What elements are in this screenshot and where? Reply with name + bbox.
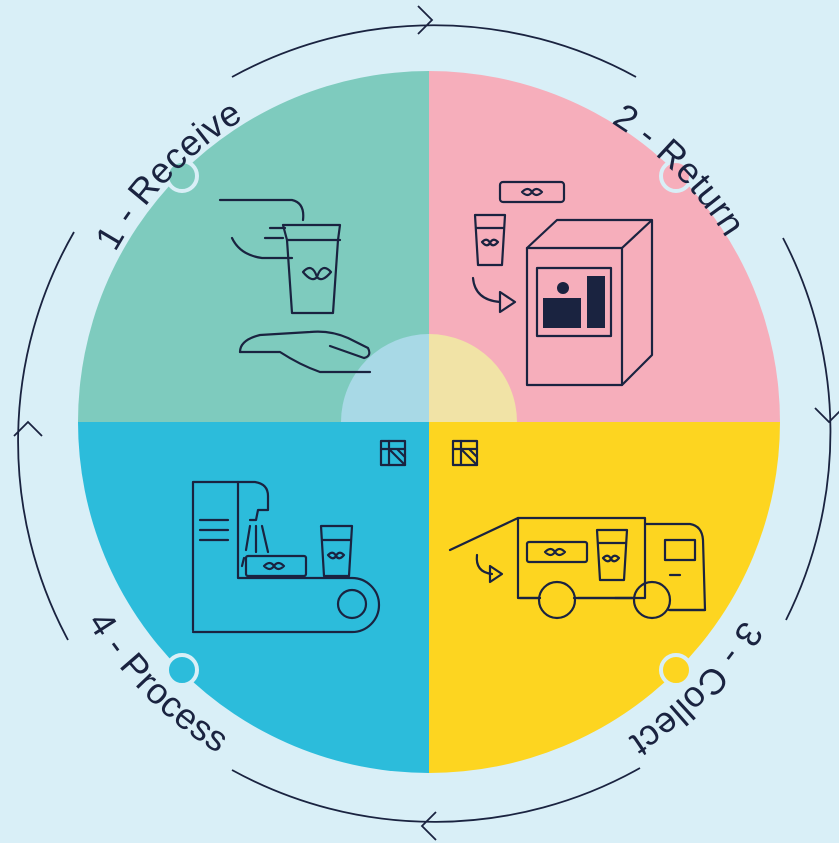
washing-conveyor-icon [191,480,381,634]
hub-left [341,334,429,422]
brand-logo-icon [451,439,479,467]
arrow-down-icon [814,407,839,424]
hand-receiving-cup-icon [218,198,372,374]
cycle-ring-top [231,24,637,78]
return-kiosk-icon [471,180,654,387]
cycle-ring-left [17,231,75,641]
node-process [165,653,199,687]
node-return [659,159,693,193]
brand-logo-icon [379,439,407,467]
arrow-left-icon [420,811,437,841]
quadrant-return [429,71,780,422]
cycle-ring-bottom [231,767,641,823]
cycle-ring-right [782,237,832,621]
hub-right [429,334,517,422]
quadrant-process [78,422,429,773]
node-receive [165,159,199,193]
node-collect [659,653,693,687]
arrow-right-icon [417,5,434,35]
collection-truck-icon [448,516,707,620]
arrow-up-icon [13,420,43,437]
